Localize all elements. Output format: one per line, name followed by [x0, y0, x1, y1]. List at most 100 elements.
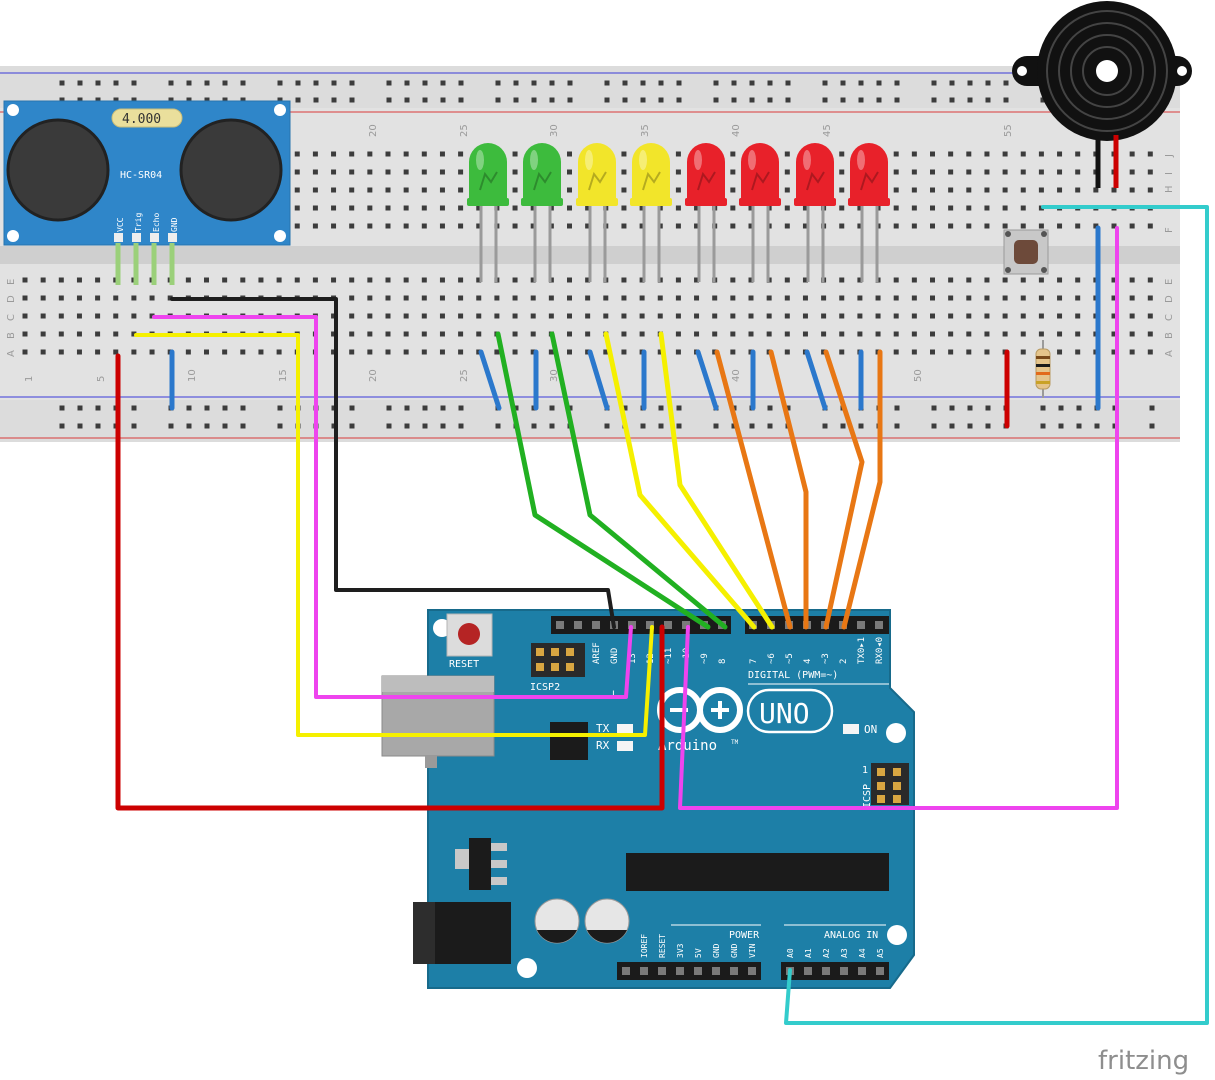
- header-pin[interactable]: [876, 967, 884, 975]
- ground-jumper[interactable]: [804, 349, 828, 411]
- digital-pin-label: 13: [628, 653, 638, 664]
- crystal-label: 4.000: [122, 112, 161, 127]
- wire-led-yellow-2[interactable]: [658, 331, 775, 630]
- breadboard-hole: [530, 277, 536, 283]
- wire-trig[interactable]: [152, 315, 633, 699]
- led-die: [533, 171, 552, 191]
- breadboard-hole: [948, 313, 954, 319]
- wire-led-red-2[interactable]: [768, 349, 809, 630]
- header-pin[interactable]: [712, 967, 720, 975]
- col-number-bottom: 30: [549, 369, 560, 382]
- digital-pin-label: 4: [803, 659, 813, 664]
- wire-led-red-3[interactable]: [823, 349, 865, 630]
- header-pin[interactable]: [640, 967, 648, 975]
- digital-pin[interactable]: [574, 621, 582, 629]
- ground-jumper[interactable]: [695, 349, 719, 411]
- breadboard-hole: [1147, 187, 1153, 193]
- led-die: [642, 171, 661, 191]
- breadboard-hole: [476, 331, 482, 337]
- breadboard-hole: [1002, 205, 1008, 211]
- digital-pin[interactable]: [556, 621, 564, 629]
- header-pin[interactable]: [748, 967, 756, 975]
- breadboard-hole: [458, 187, 464, 193]
- wire-echo[interactable]: [134, 333, 654, 737]
- push-button-cap[interactable]: [1014, 240, 1038, 264]
- led-die: [751, 171, 770, 191]
- wire-led-green-1[interactable]: [495, 331, 711, 630]
- header-pin[interactable]: [804, 967, 812, 975]
- uno-label: UNO: [759, 697, 810, 730]
- rail-hole: [731, 423, 737, 429]
- header-pin[interactable]: [840, 967, 848, 975]
- breadboard-hole: [930, 331, 935, 337]
- rail-hole: [77, 80, 83, 86]
- wire-gnd[interactable]: [170, 297, 616, 629]
- digital-pin[interactable]: [628, 621, 636, 629]
- wire-buzzer-signal[interactable]: [678, 226, 1119, 810]
- rail-hole: [186, 97, 192, 103]
- rail-hole: [567, 80, 573, 86]
- rail-hole: [404, 97, 410, 103]
- header-pin[interactable]: [658, 967, 666, 975]
- ground-jumper[interactable]: [587, 349, 610, 411]
- ground-jumper[interactable]: [478, 349, 502, 411]
- breadboard-hole: [548, 349, 554, 355]
- header-pin[interactable]: [694, 967, 702, 975]
- breadboard-hole: [784, 151, 790, 157]
- header-pin[interactable]: [730, 967, 738, 975]
- wire-vcc-5v[interactable]: [115, 353, 665, 811]
- reset-label: RESET: [449, 659, 479, 670]
- breadboard-hole: [893, 205, 899, 211]
- rail-hole: [77, 97, 83, 103]
- rail-hole: [386, 80, 392, 86]
- digital-pin[interactable]: [682, 621, 690, 629]
- breadboard-hole: [748, 205, 754, 211]
- mount-hole: [517, 958, 537, 978]
- led: [521, 143, 563, 282]
- breadboard-hole: [694, 205, 700, 211]
- breadboard-hole: [621, 277, 627, 283]
- digital-pin[interactable]: [646, 621, 654, 629]
- wire-led-yellow-1[interactable]: [603, 331, 757, 630]
- led-body: [523, 143, 561, 200]
- breadboard-hole: [512, 277, 518, 283]
- breadboard-hole: [131, 331, 137, 337]
- breadboard-hole: [185, 277, 191, 283]
- header-pin[interactable]: [858, 967, 866, 975]
- breadboard-hole: [548, 295, 554, 301]
- led-highlight: [639, 150, 647, 170]
- breadboard-hole: [966, 187, 972, 193]
- breadboard-hole: [113, 331, 119, 337]
- push-button[interactable]: [1003, 229, 1049, 275]
- breadboard-hole: [476, 277, 482, 283]
- breadboard-hole: [948, 205, 954, 211]
- breadboard-hole: [567, 277, 572, 283]
- digital-pin[interactable]: [664, 621, 672, 629]
- breadboard-hole: [349, 331, 355, 337]
- breadboard-hole: [930, 223, 935, 229]
- wire-led-green-2[interactable]: [549, 331, 728, 630]
- header-pin[interactable]: [676, 967, 684, 975]
- digital-pin[interactable]: [857, 621, 865, 629]
- breadboard-hole: [1147, 277, 1153, 283]
- breadboard-hole: [312, 223, 318, 229]
- wire-button-a0[interactable]: [784, 205, 1209, 1025]
- breadboard-hole: [1002, 313, 1008, 319]
- digital-pin-label: ~6: [767, 653, 777, 664]
- wire-led-red-1[interactable]: [714, 349, 793, 630]
- on-led: [843, 724, 859, 734]
- breadboard-hole: [766, 295, 772, 301]
- breadboard-hole: [512, 169, 518, 175]
- header-pin[interactable]: [622, 967, 630, 975]
- breadboard-hole: [966, 277, 972, 283]
- led-base: [521, 198, 563, 206]
- digital-pin[interactable]: [592, 621, 600, 629]
- breadboard-hole: [1075, 277, 1081, 283]
- wire-led-red-4[interactable]: [841, 349, 883, 630]
- breadboard-hole: [512, 313, 518, 319]
- breadboard-hole: [22, 277, 28, 283]
- header-pin[interactable]: [822, 967, 830, 975]
- digital-pin[interactable]: [875, 621, 883, 629]
- breadboard-hole: [875, 295, 881, 301]
- reset-button-cap[interactable]: [458, 623, 480, 645]
